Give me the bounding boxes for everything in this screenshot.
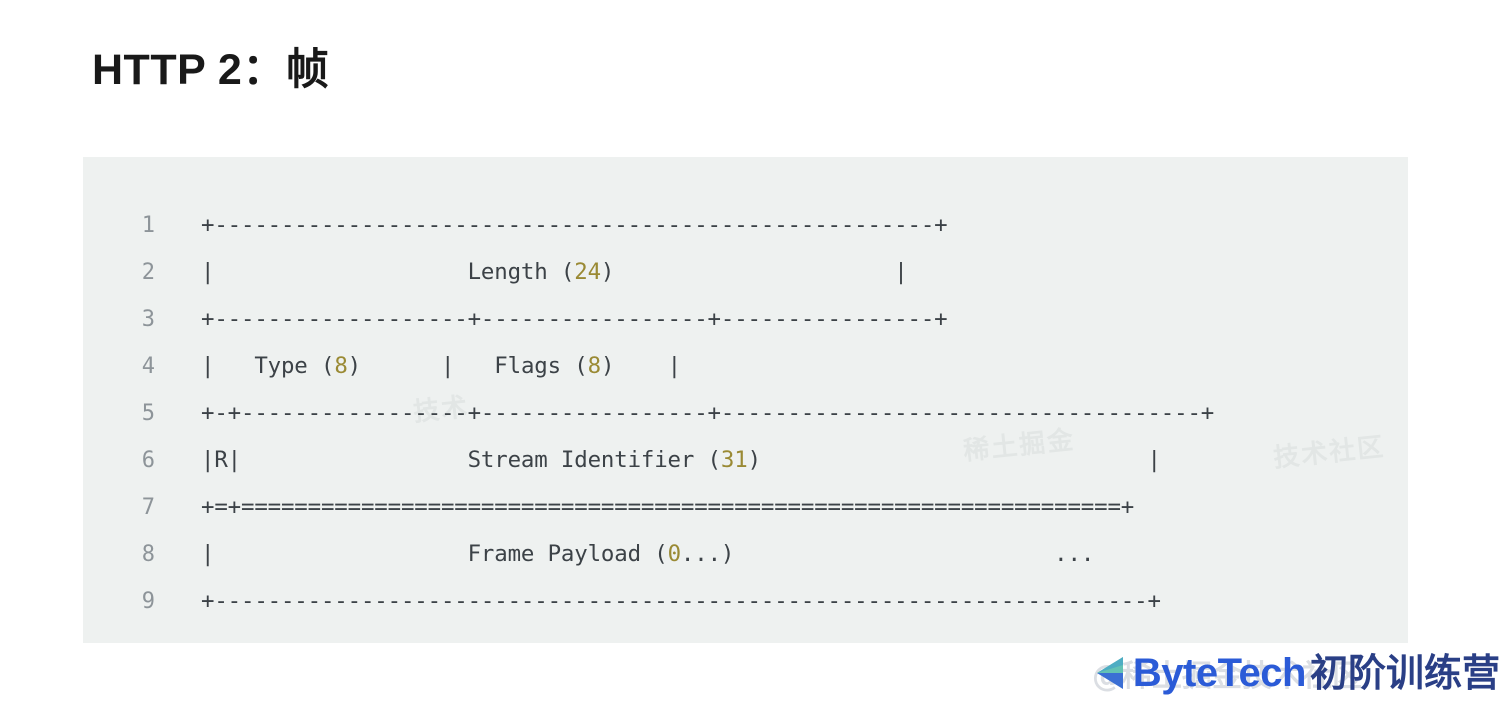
code-text-segment: ) | [600, 259, 908, 285]
bytetech-sub-label: 初阶训练营 [1309, 651, 1500, 695]
code-line-text: +-+-----------------+-----------------+-… [155, 390, 1214, 437]
code-line: 3 +-------------------+-----------------+… [83, 296, 1408, 343]
code-text-segment: +---------------------------------------… [201, 588, 1161, 614]
code-line: 4| Type (8) | Flags (8) | [83, 343, 1408, 390]
code-text-segment: | Frame Payload ( [201, 541, 668, 567]
code-line-text: |R| Stream Identifier (31) | [155, 437, 1161, 484]
line-number: 7 [141, 495, 155, 520]
code-line: 2| Length (24) | [83, 249, 1408, 296]
line-number: 6 [141, 448, 155, 473]
code-number-literal: 0 [667, 541, 681, 567]
bytetech-wordmark: ByteTech [1132, 651, 1307, 695]
code-text-segment: ) | [600, 353, 681, 379]
code-line-text: +-------------------+-----------------+-… [155, 296, 948, 343]
code-line-text: +---------------------------------------… [155, 202, 948, 249]
code-text-segment: +---------------------------------------… [201, 212, 948, 238]
code-line: 6|R| Stream Identifier (31) | [83, 437, 1408, 484]
line-number: 9 [141, 589, 155, 614]
line-number: 3 [141, 307, 155, 332]
code-text-segment: +-+-----------------+-----------------+-… [201, 400, 1215, 426]
code-line: 8| Frame Payload (0...) ... [83, 531, 1408, 578]
code-lines: 1 +--------------------------------------… [83, 157, 1408, 625]
code-line-text: | Frame Payload (0...) ... [155, 531, 1094, 578]
code-text-segment: +=+=====================================… [201, 494, 1135, 520]
code-text-segment: | Type ( [201, 353, 335, 379]
code-line: 5 +-+-----------------+-----------------+… [83, 390, 1408, 437]
code-line-text: | Type (8) | Flags (8) | [155, 343, 681, 390]
page-title: HTTP 2：帧 [92, 46, 330, 94]
code-text-segment: | Length ( [201, 259, 575, 285]
code-text-segment: ) | Flags ( [347, 353, 588, 379]
code-block: 稀土掘金 技术社区 掘金 稀土 社区 掘金 技术 1+-------------… [83, 157, 1408, 643]
code-text-segment: ) | [747, 447, 1161, 473]
code-line: 7 +=+====================================… [83, 484, 1408, 531]
code-number-literal: 24 [574, 259, 601, 285]
code-text-segment: |R| Stream Identifier ( [201, 447, 721, 473]
line-number: 8 [141, 542, 155, 567]
code-number-literal: 31 [720, 447, 748, 473]
line-number: 4 [141, 354, 155, 379]
code-number-literal: 8 [587, 353, 601, 379]
code-number-literal: 8 [334, 353, 348, 379]
code-line: 9 +--------------------------------------… [83, 578, 1408, 625]
code-text-segment: ...) ... [680, 541, 1095, 567]
line-number: 5 [141, 401, 155, 426]
line-number: 1 [141, 213, 155, 238]
code-line: 1 +--------------------------------------… [83, 202, 1408, 249]
bytetech-chevron-icon [1096, 657, 1123, 689]
code-line-text: +=+=====================================… [155, 484, 1134, 531]
code-line-text: +---------------------------------------… [155, 578, 1161, 625]
code-line-text: | Length (24) | [155, 249, 908, 296]
code-text-segment: +-------------------+-----------------+-… [201, 306, 948, 332]
footer-logo: ByteTech 初阶训练营 [1093, 645, 1500, 701]
line-number: 2 [141, 260, 155, 285]
